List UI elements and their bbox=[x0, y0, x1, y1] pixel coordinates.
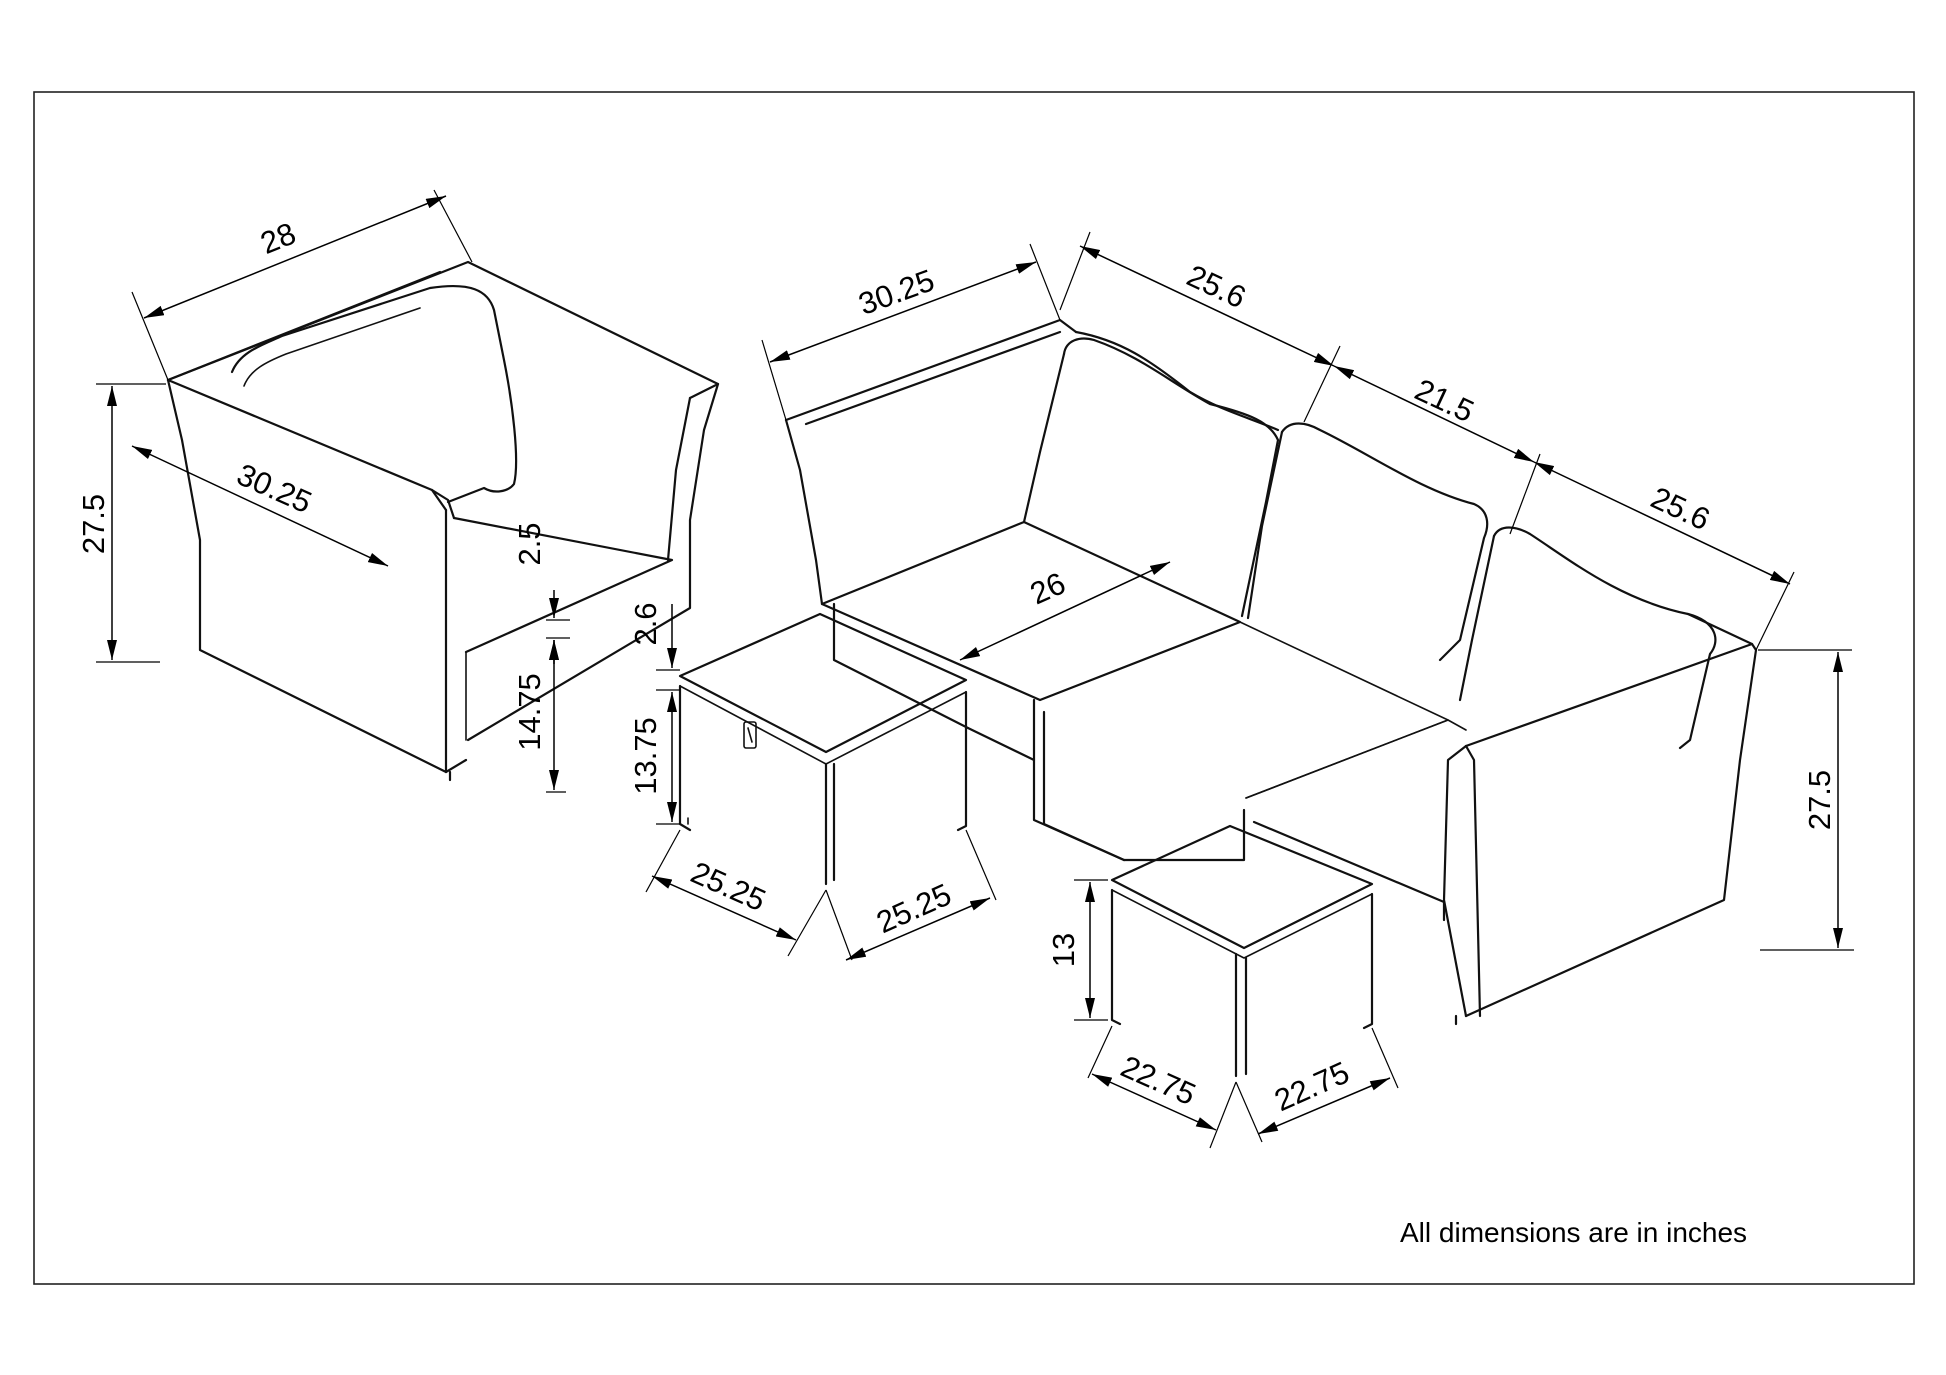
dim-label-sofa-end-depth: 30.25 bbox=[854, 262, 939, 321]
dim-storage-width-right: 25.25 bbox=[825, 829, 997, 961]
dim-label-sofa-seat-depth: 26 bbox=[1025, 565, 1071, 611]
small-ottoman bbox=[1110, 824, 1374, 1078]
dim-label-chair-height: 27.5 bbox=[76, 494, 111, 554]
dim-label-storage-height: 13.75 bbox=[628, 717, 663, 795]
dim-label-chair-cushion: 2.5 bbox=[512, 522, 547, 565]
storage-ottoman bbox=[678, 612, 968, 886]
dim-label-storage-width-left: 25.25 bbox=[686, 855, 771, 919]
armchair bbox=[166, 260, 720, 782]
dim-sofa-back-2: 21.5 bbox=[1333, 365, 1541, 535]
drawing-frame bbox=[33, 91, 1915, 1285]
units-note: All dimensions are in inches bbox=[1400, 1217, 1747, 1248]
dim-sofa-end-depth: 30.25 bbox=[761, 243, 1061, 421]
dim-sofa-back-1: 25.6 bbox=[1059, 231, 1341, 423]
dim-chair-height: 27.5 bbox=[76, 383, 166, 663]
dim-label-chair-seat-height: 14.75 bbox=[512, 673, 547, 751]
dim-chair-depth: 30.25 bbox=[131, 445, 389, 567]
dim-storage-height: 2.6 13.75 bbox=[628, 602, 680, 825]
dim-label-storage-lid: 2.6 bbox=[628, 602, 663, 645]
dim-label-ottoman-width-left: 22.75 bbox=[1116, 1049, 1201, 1113]
dim-storage-width-left: 25.25 bbox=[645, 829, 827, 957]
dim-ottoman-height: 13 bbox=[1046, 879, 1108, 1021]
dim-label-ottoman-height: 13 bbox=[1046, 933, 1081, 967]
dim-sofa-back-3: 25.6 bbox=[1533, 461, 1795, 651]
dim-label-sofa-back-3: 25.6 bbox=[1646, 480, 1715, 537]
dim-sofa-seat-depth: 26 bbox=[959, 561, 1171, 661]
dim-ottoman-width-left: 22.75 bbox=[1087, 1025, 1237, 1149]
dim-label-chair-width: 28 bbox=[256, 216, 301, 261]
dim-chair-width: 28 bbox=[131, 189, 473, 381]
dim-label-sofa-height: 27.5 bbox=[1802, 770, 1837, 830]
dim-label-ottoman-width-right: 22.75 bbox=[1269, 1055, 1354, 1119]
dim-label-sofa-back-1: 25.6 bbox=[1182, 258, 1251, 315]
dim-label-sofa-back-2: 21.5 bbox=[1410, 372, 1479, 429]
dim-chair-seat: 2.5 14.75 bbox=[512, 522, 570, 793]
dim-label-chair-depth: 30.25 bbox=[232, 457, 317, 521]
dim-ottoman-width-right: 22.75 bbox=[1235, 1027, 1399, 1143]
dim-sofa-height: 27.5 bbox=[1758, 649, 1854, 951]
